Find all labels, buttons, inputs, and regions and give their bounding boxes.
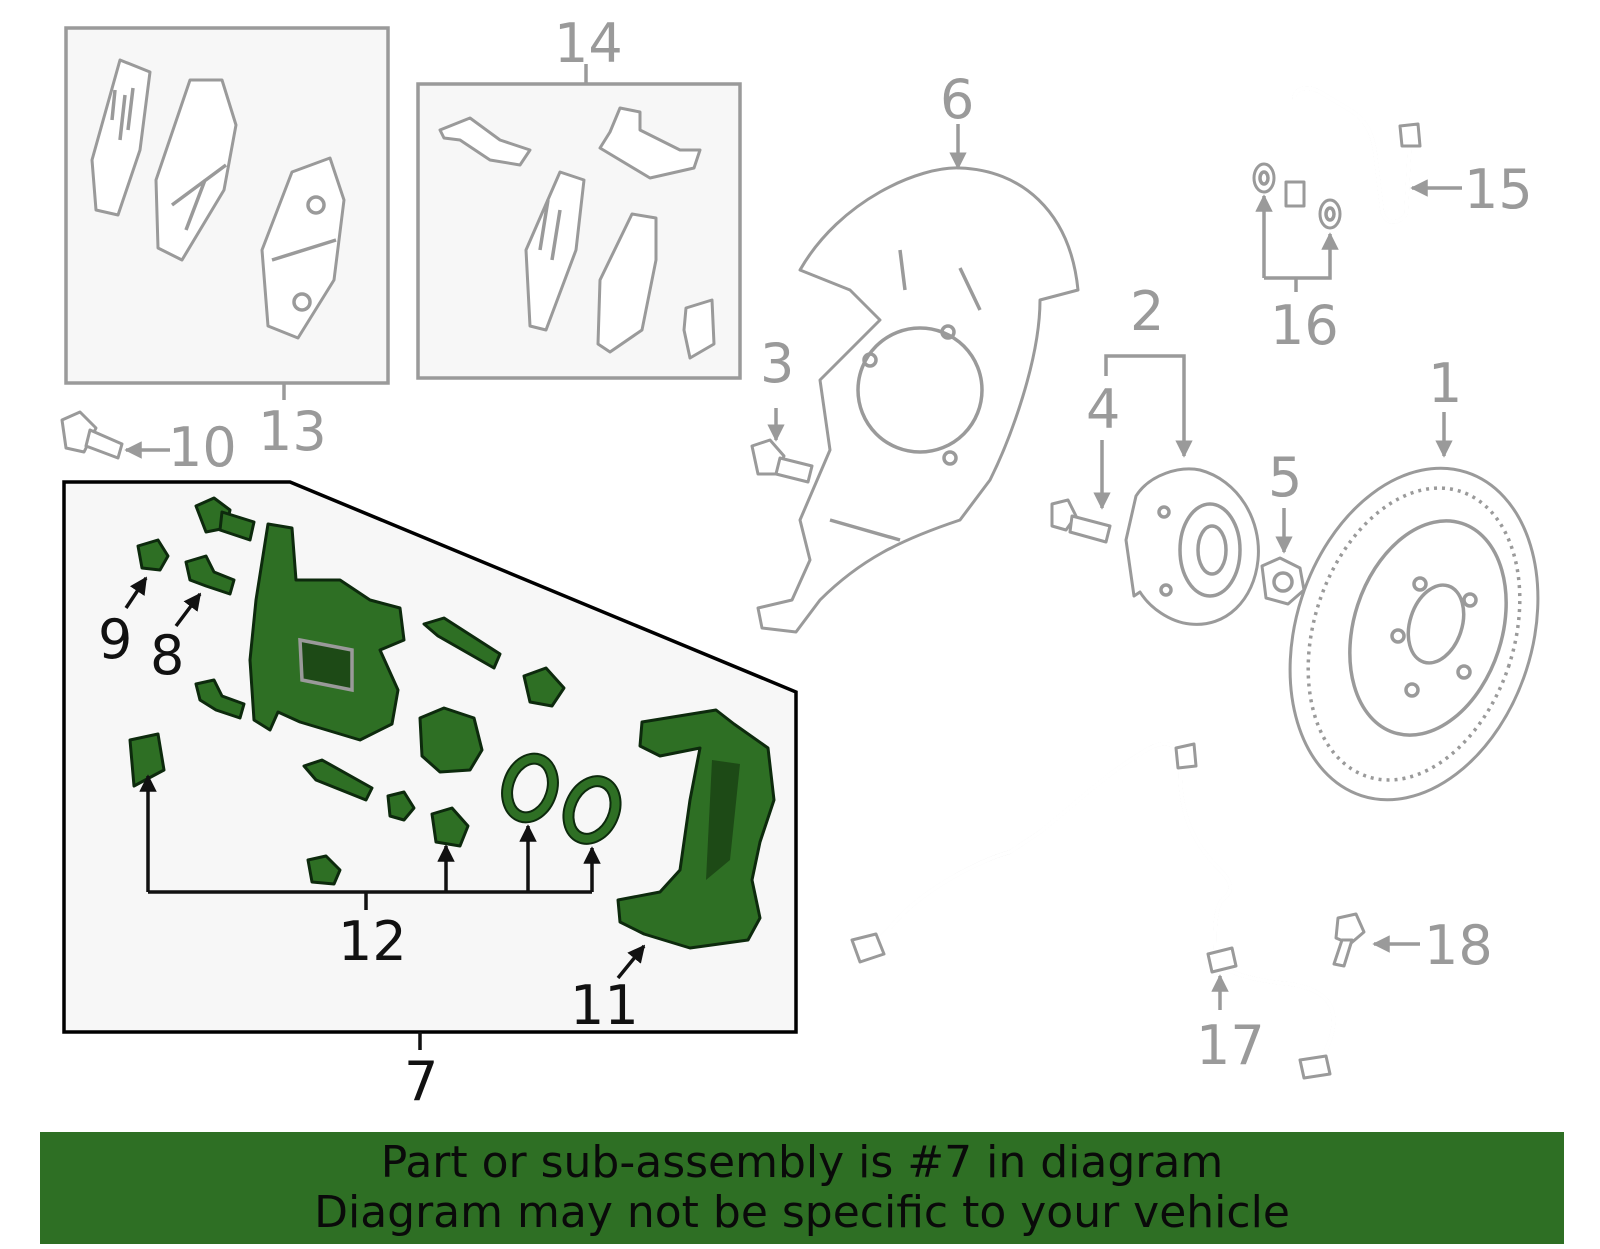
callout-1: 1 [1428, 352, 1462, 415]
callout-7: 7 [404, 1050, 438, 1113]
callout-8: 8 [150, 624, 184, 687]
brake-rotor-icon [1288, 466, 1540, 802]
hub-nut-icon [1260, 556, 1306, 606]
anti-rattle-clip-icon [438, 116, 532, 167]
caliper-bracket-icon [616, 708, 776, 950]
caliper-bolt-icon [60, 410, 124, 460]
callout-2: 2 [1130, 280, 1164, 343]
banner-line-2: Diagram may not be specific to your vehi… [314, 1187, 1290, 1238]
plug-icon [306, 854, 342, 886]
shield-bolt-icon [750, 438, 814, 484]
caliper-bolt-lower-icon [194, 678, 246, 720]
hub-bearing-icon [1124, 467, 1260, 626]
dust-shield-icon [756, 166, 1080, 634]
notice-banner: Part or sub-assembly is #7 in diagram Di… [40, 1132, 1564, 1244]
callout-16: 16 [1270, 294, 1339, 357]
callout-4: 4 [1086, 378, 1120, 441]
piston-seal-icon [501, 752, 559, 824]
callout-6: 6 [940, 68, 974, 131]
banner-line-1: Part or sub-assembly is #7 in diagram [380, 1137, 1224, 1188]
slide-pin-lower-icon [302, 758, 416, 822]
pin-boot-upper-icon [522, 666, 566, 708]
pad-shim-a-icon [524, 170, 586, 332]
brake-pad-inner-icon [154, 78, 238, 262]
callout-9: 9 [98, 608, 132, 671]
callout-10: 10 [168, 416, 237, 479]
callout-3: 3 [760, 332, 794, 395]
wear-indicator-icon [682, 298, 716, 360]
caliper-housing-icon [248, 522, 406, 742]
callout-12: 12 [338, 910, 407, 973]
bleeder-cap-icon [136, 538, 170, 572]
shim-small-icon [128, 732, 166, 788]
callout-15: 15 [1464, 158, 1533, 221]
callout-5: 5 [1268, 446, 1302, 509]
caliper-assembly-box [62, 480, 798, 1034]
washer-icon [1252, 162, 1342, 230]
brake-pad-outer-icon [260, 156, 346, 340]
callout-11: 11 [570, 974, 639, 1037]
abs-sensor-icon [850, 741, 1336, 1080]
slide-pin-upper-icon [422, 616, 502, 670]
callout-14: 14 [554, 12, 623, 75]
pin-boot-lower-icon [430, 806, 470, 848]
pad-shim-b-icon [596, 212, 658, 354]
brake-pad-kit-box [64, 26, 390, 385]
callout-18: 18 [1424, 914, 1493, 977]
piston-icon [418, 706, 484, 774]
guide-bolt-icon [194, 496, 256, 542]
brake-hose-icon [1284, 86, 1422, 224]
hardware-kit-box [416, 82, 742, 380]
dust-boot-icon [562, 775, 622, 845]
sensor-bolt-icon [1332, 912, 1366, 968]
brake-pad-shim-icon [90, 58, 152, 217]
callout-13: 13 [258, 400, 327, 463]
hub-bolt-icon [1050, 498, 1112, 544]
callout-17: 17 [1196, 1014, 1265, 1077]
anti-rattle-clip-2-icon [598, 106, 702, 180]
bleeder-screw-icon [184, 554, 236, 596]
